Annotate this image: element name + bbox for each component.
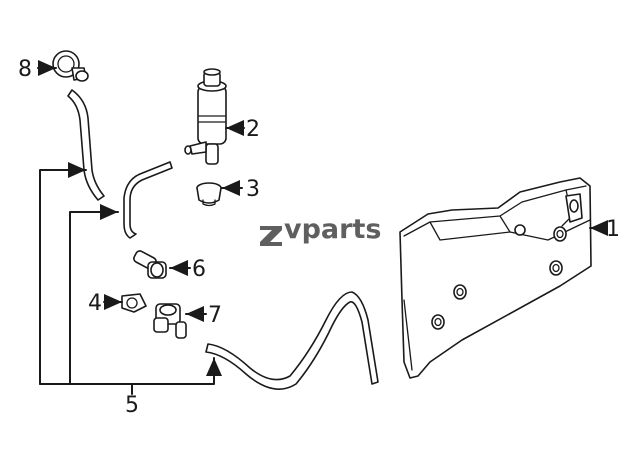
hose-assembly-bracket — [39, 162, 222, 395]
callout-6: 6 — [192, 257, 206, 282]
washer-reservoir — [399, 177, 592, 379]
callout-7: 7 — [208, 303, 222, 328]
washer-pump — [184, 68, 227, 165]
hose-middle — [123, 161, 173, 239]
callout-8: 8 — [18, 57, 32, 82]
stylized-z-logo-icon — [260, 226, 282, 246]
hose-upper-left — [67, 89, 105, 201]
hose-long — [205, 291, 379, 390]
check-valve-cap — [52, 50, 89, 82]
hose-clip-4 — [121, 293, 147, 313]
t-connector-7 — [153, 303, 187, 339]
callout-5: 5 — [125, 393, 139, 418]
connector-6 — [133, 250, 167, 279]
callout-3: 3 — [246, 177, 260, 202]
callouts: 8 2 3 1 6 4 7 5 — [18, 57, 620, 418]
pump-grommet — [196, 182, 222, 207]
callout-4: 4 — [88, 291, 102, 316]
callout-2: 2 — [246, 117, 260, 142]
callout-1: 1 — [606, 217, 620, 242]
watermark-text: vparts — [284, 214, 382, 245]
